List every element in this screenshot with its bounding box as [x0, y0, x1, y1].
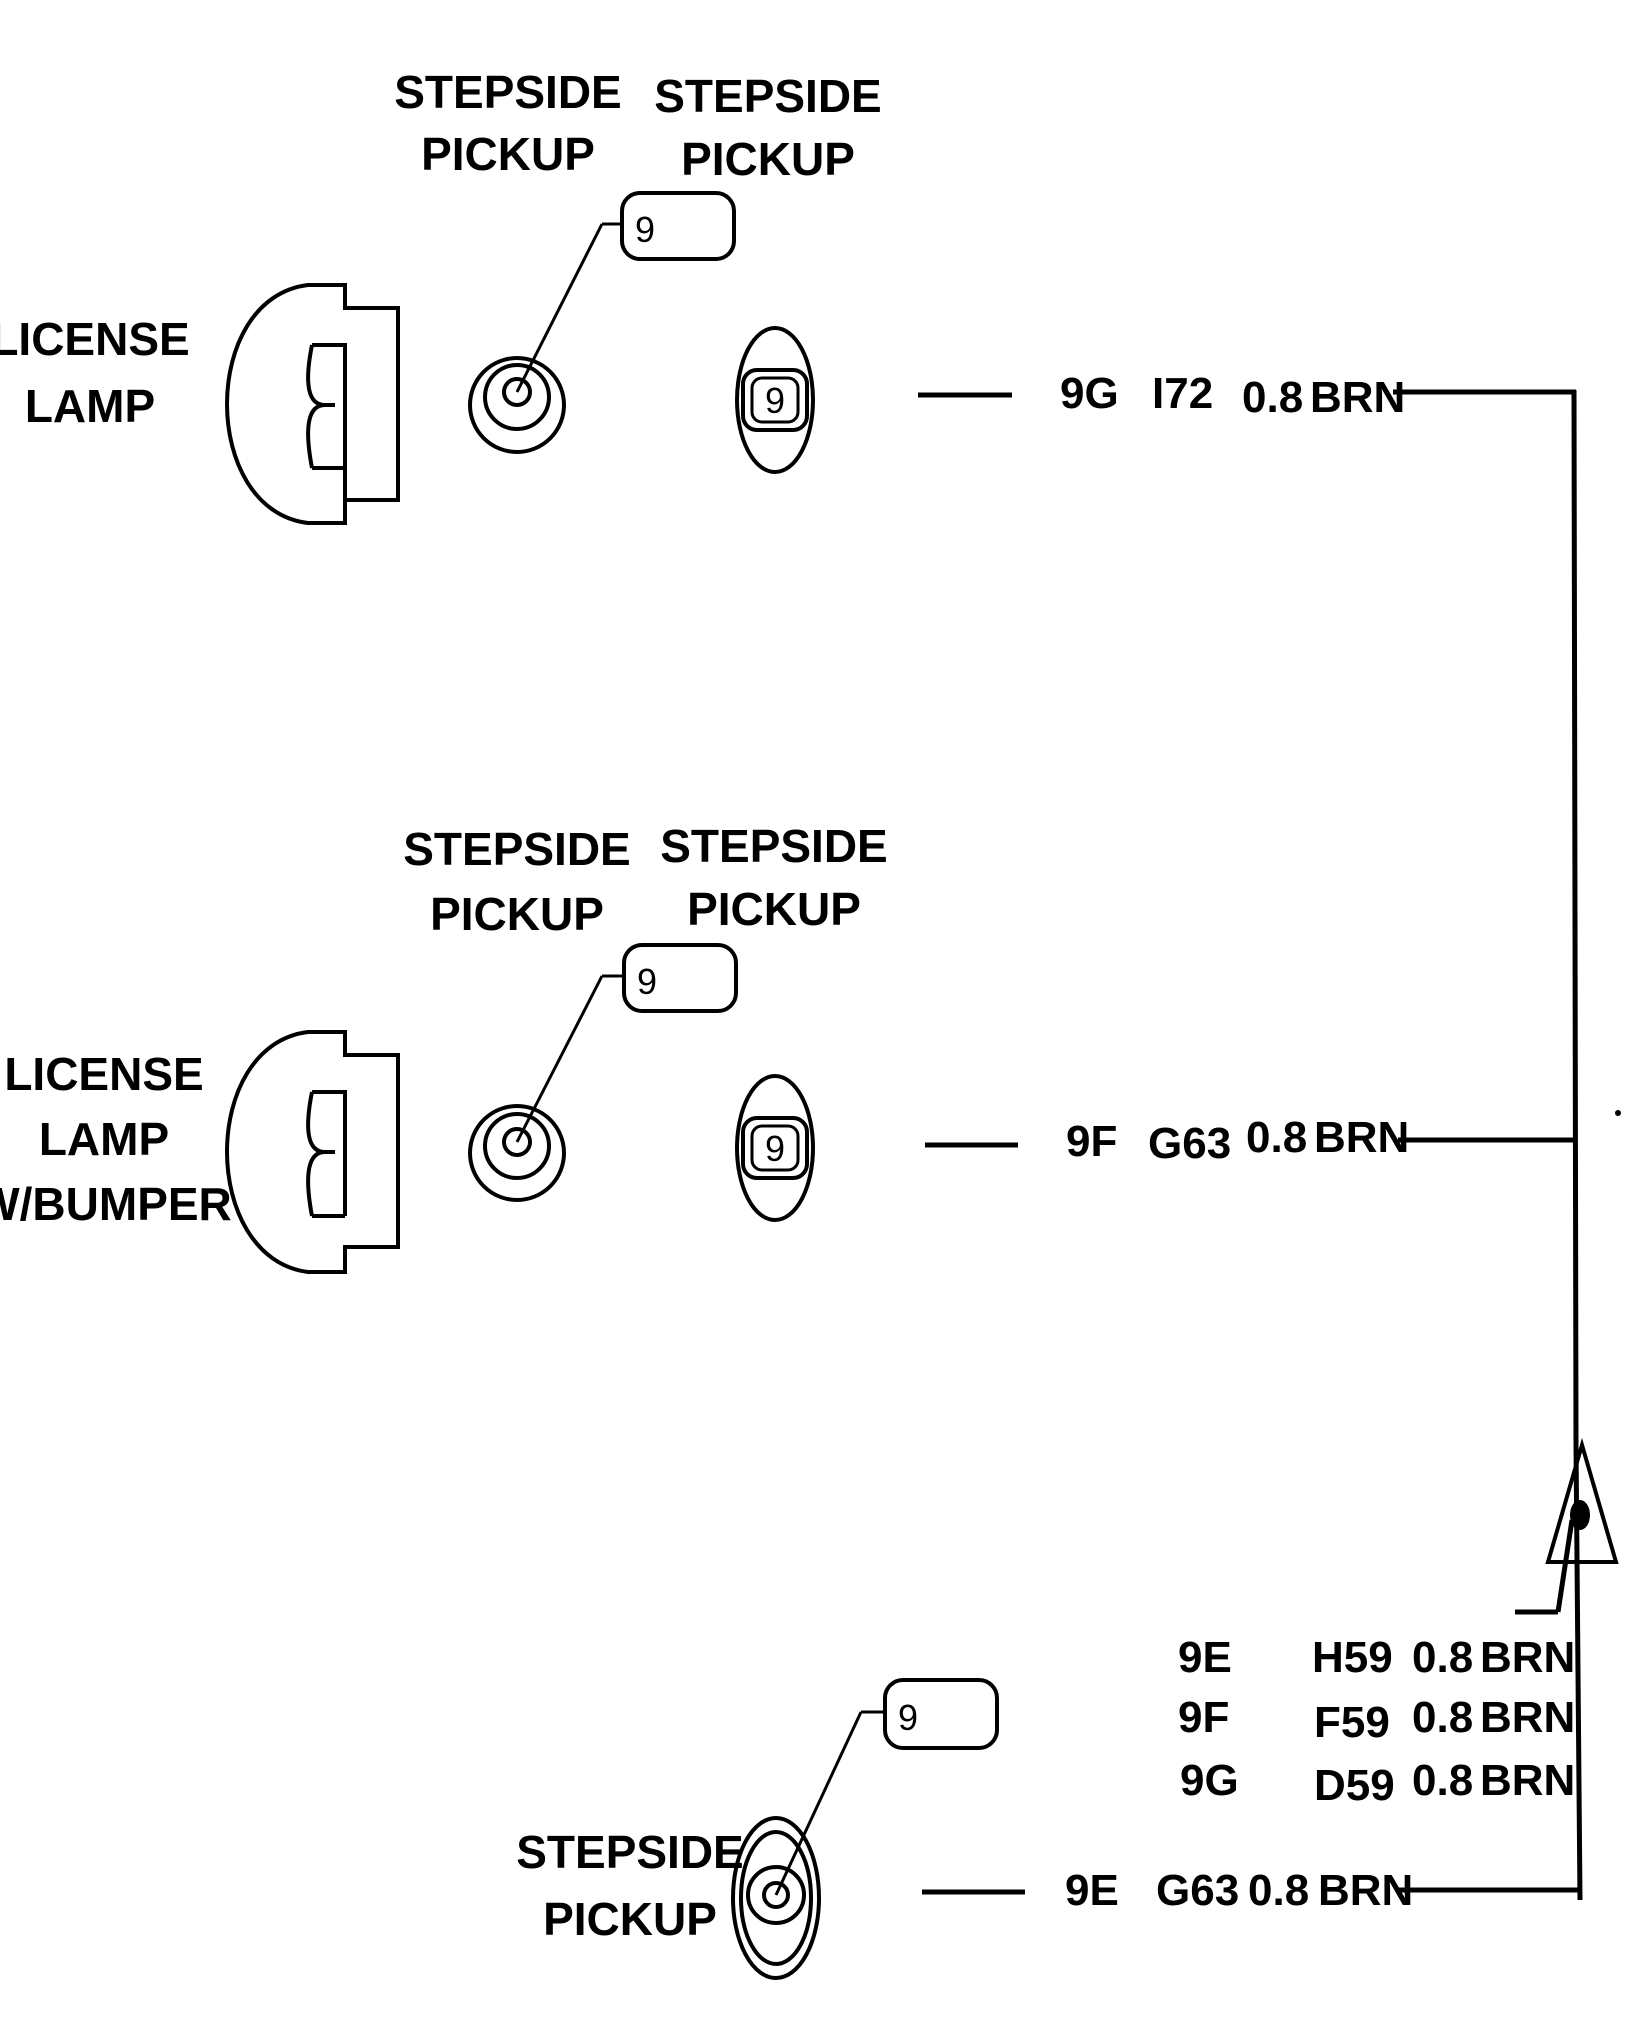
row-license-lamp: LICENSE LAMP STEPSIDE PICKUP STEPSIDE PI… — [0, 66, 1576, 525]
wire-gauge: 0.8 — [1242, 373, 1303, 422]
stepside-left-line1: STEPSIDE — [394, 66, 622, 118]
pin-socket-number: 9 — [765, 380, 785, 421]
splice-circuit: H59 — [1312, 1633, 1393, 1682]
lamp-label-line1: LICENSE — [4, 1048, 203, 1100]
wire-color: BRN — [1318, 1866, 1413, 1915]
pin-socket-number: 9 — [765, 1128, 785, 1169]
splice-circuit: F59 — [1314, 1698, 1390, 1747]
splice-dot — [1570, 1500, 1590, 1530]
stepside-left-line2: PICKUP — [421, 128, 595, 180]
stepside-line1: STEPSIDE — [516, 1826, 744, 1878]
stepside-right-line1: STEPSIDE — [660, 820, 888, 872]
round-connector — [468, 1104, 566, 1202]
pin-tag — [883, 1678, 999, 1750]
pin-tag — [622, 943, 738, 1013]
wire-color: BRN — [1310, 373, 1405, 422]
splice-color: BRN — [1480, 1693, 1575, 1742]
pin-leader-line — [774, 1711, 863, 1896]
splice-color: BRN — [1480, 1756, 1575, 1805]
stepside-right-line1: STEPSIDE — [654, 70, 882, 122]
wire-gauge: 0.8 — [1248, 1866, 1309, 1915]
pin-socket — [735, 1074, 815, 1222]
pin-tag — [620, 191, 736, 261]
stepside-right-line2: PICKUP — [687, 883, 861, 935]
trunk-and-splice — [1515, 389, 1621, 1901]
wire-pin: 9F — [1066, 1117, 1117, 1166]
pin-tag-number: 9 — [898, 1697, 918, 1738]
row-license-lamp-bumper: LICENSE LAMP W/BUMPER STEPSIDE PICKUP ST… — [0, 820, 1576, 1274]
splice-gauge: 0.8 — [1412, 1633, 1473, 1682]
splice-triangle — [1545, 1437, 1619, 1564]
stepside-line2: PICKUP — [543, 1893, 717, 1945]
splice-color: BRN — [1480, 1633, 1575, 1682]
wire-circuit: G63 — [1156, 1866, 1239, 1915]
lamp-label-line2: LAMP — [39, 1113, 169, 1165]
wire-pin: 9G — [1060, 369, 1119, 418]
pin-tag-number: 9 — [635, 209, 655, 250]
round-connector — [468, 356, 566, 454]
stepside-left-line2: PICKUP — [430, 888, 604, 940]
splice-table: 9E H59 0.8 BRN 9F F59 0.8 BRN 9G D59 0.8… — [1178, 1633, 1575, 1810]
row-stepside-bottom: STEPSIDE PICKUP 9 9E G63 0.8 BRN — [516, 1678, 1580, 1980]
lamp-label-line3: W/BUMPER — [0, 1178, 232, 1230]
stray-dot — [1615, 1110, 1621, 1116]
pin-socket — [735, 326, 815, 474]
stepside-right-line2: PICKUP — [681, 133, 855, 185]
wire-gauge: 0.8 — [1246, 1113, 1307, 1162]
license-lamp-connector — [225, 1030, 400, 1274]
splice-gauge: 0.8 — [1412, 1693, 1473, 1742]
pin-tag-number: 9 — [637, 961, 657, 1002]
splice-gauge: 0.8 — [1412, 1756, 1473, 1805]
trunk-wire — [1571, 389, 1579, 1446]
license-lamp-connector — [225, 283, 400, 525]
wire-circuit: I72 — [1152, 369, 1213, 418]
splice-circuit: D59 — [1314, 1761, 1395, 1810]
wire-pin: 9E — [1065, 1866, 1119, 1915]
lamp-label-line1: LICENSE — [0, 313, 190, 365]
wire-color: BRN — [1314, 1113, 1409, 1162]
lamp-label-line2: LAMP — [25, 380, 155, 432]
splice-pin: 9E — [1178, 1633, 1232, 1682]
splice-pin: 9F — [1178, 1693, 1229, 1742]
pin-leader-line — [515, 223, 604, 393]
wire-circuit: G63 — [1148, 1119, 1231, 1168]
round-connector — [731, 1816, 821, 1980]
splice-pin: 9G — [1180, 1756, 1239, 1805]
stepside-left-line1: STEPSIDE — [403, 823, 631, 875]
pin-leader-line — [515, 975, 604, 1143]
